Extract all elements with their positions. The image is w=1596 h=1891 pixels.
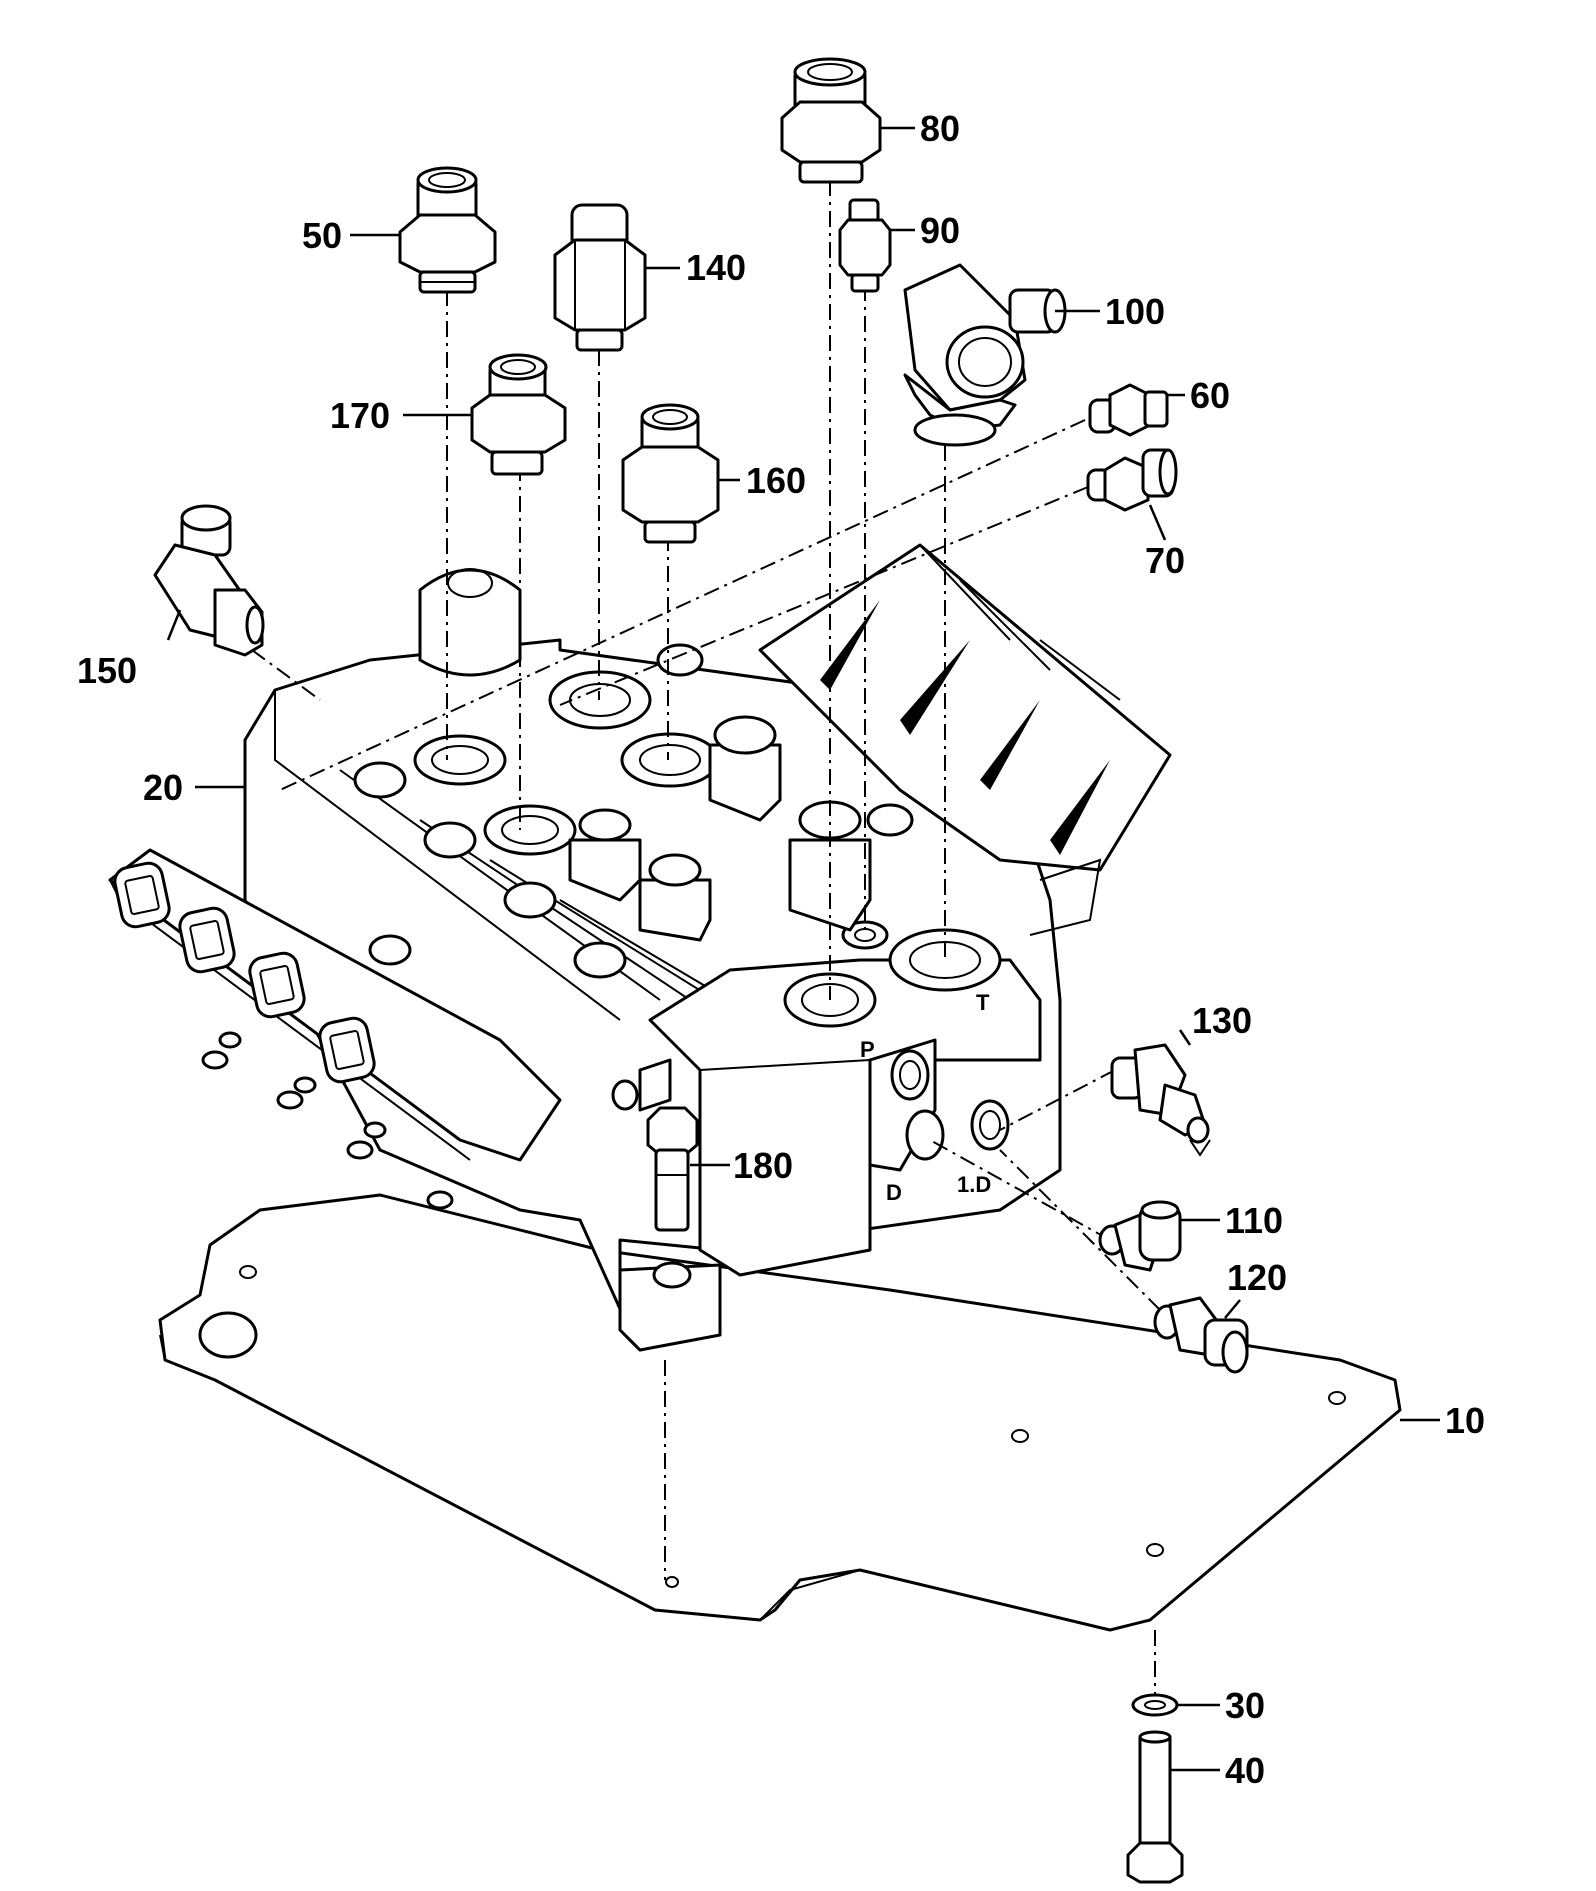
plate-hole-large [198,1311,258,1359]
fitting-80 [780,57,882,184]
callout-180: 180 [733,1145,793,1186]
fitting-100 [903,263,1067,447]
port-t-top [888,928,1002,992]
port-label-d: D [886,1180,902,1205]
plate-hole [665,1576,679,1588]
callout-80: 80 [920,108,960,149]
callout-60: 60 [1190,375,1230,416]
fitting-50 [398,166,497,294]
callout-120: 120 [1227,1257,1287,1298]
plate-hole [239,1265,257,1279]
fitting-140 [553,203,647,352]
assembly-lines [251,180,1161,1700]
callout-170: 170 [330,395,390,436]
fitting-70 [1086,448,1178,512]
callout-140: 140 [686,247,746,288]
fitting-110 [1098,1200,1182,1272]
washer-30 [1131,1693,1179,1717]
bolt-180 [646,1106,699,1232]
callout-130: 130 [1192,1000,1252,1041]
callout-30: 30 [1225,1685,1265,1726]
port-label-t: T [976,990,990,1015]
callout-160: 160 [746,460,806,501]
callout-150: 150 [77,650,137,691]
callout-40: 40 [1225,1750,1265,1791]
fitting-170 [470,353,567,476]
fitting-60 [1088,383,1169,437]
callout-labels: 50 140 170 160 80 90 100 60 70 150 20 13… [77,108,1485,1791]
mounting-plate [158,1193,1402,1632]
fitting-130 [1110,1043,1211,1157]
leader-lines [166,126,1440,1772]
fitting-120 [1153,1296,1249,1374]
callout-110: 110 [1225,1200,1283,1241]
callout-20: 20 [143,767,183,808]
port-label-ld: 1.D [957,1172,991,1197]
bolt-40 [1126,1730,1184,1884]
callout-50: 50 [302,215,342,256]
control-valve-block [108,543,1172,1352]
plate-hole [1011,1429,1029,1443]
fitting-90 [838,198,892,293]
plate-hole [1146,1543,1164,1557]
callout-90: 90 [920,210,960,251]
plate-hole [1328,1391,1346,1405]
callout-70: 70 [1145,540,1185,581]
port-label-p: P [860,1037,875,1062]
callout-10: 10 [1445,1400,1485,1441]
callout-100: 100 [1105,291,1165,332]
fitting-150 [153,504,265,657]
fitting-160 [621,403,720,544]
